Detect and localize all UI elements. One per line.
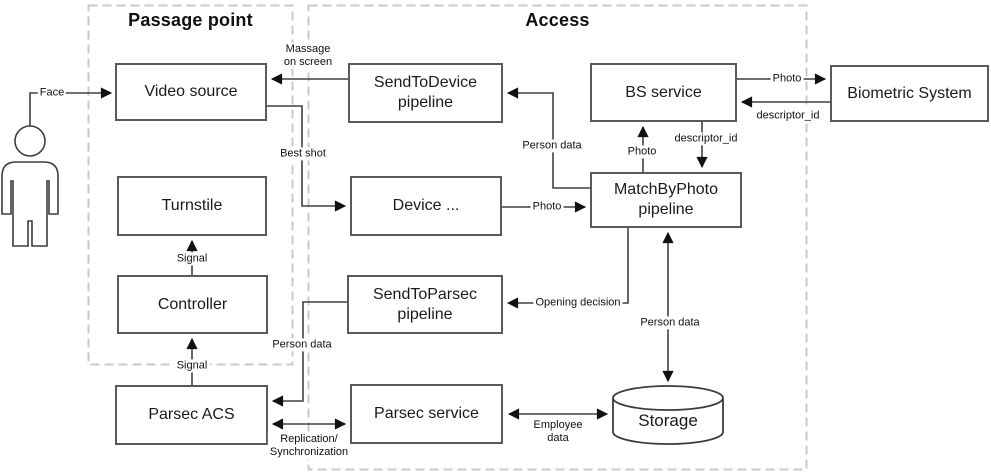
node-parsec-acs: Parsec ACS (115, 385, 268, 445)
storage-cylinder-top (612, 385, 724, 411)
node-matchbyphoto-pipeline: MatchByPhoto pipeline (590, 172, 742, 228)
label-face: Face (37, 86, 67, 100)
node-device: Device ... (350, 176, 502, 236)
access-container (307, 4, 808, 471)
label-descriptor-id-down: descriptor_id (672, 132, 740, 146)
node-video-source: Video source (115, 63, 267, 121)
node-sendtoparsec-pipeline: SendToParsec pipeline (347, 275, 503, 334)
label-descriptor-id-left: descriptor_id (754, 109, 822, 123)
storage-cylinder (612, 385, 724, 445)
label-signal-acs-controller: Signal (174, 359, 210, 373)
edge-face (29, 87, 113, 126)
node-storage-label: Storage (638, 411, 698, 430)
node-biometric-system: Biometric System (830, 65, 989, 122)
label-replication: Replication/ Synchronization (267, 432, 351, 460)
edge-opening-decision (506, 228, 629, 309)
label-massage-on-screen: Massage on screen (281, 42, 335, 70)
label-signal-controller-turnstile: Signal (174, 252, 210, 266)
node-turnstile: Turnstile (117, 176, 267, 236)
access-title: Access (525, 10, 590, 30)
label-best-shot: Best shot (278, 147, 328, 161)
node-bs-service: BS service (590, 63, 737, 122)
label-employee-data: Employee data (531, 418, 585, 446)
person-body (1, 161, 59, 247)
label-photo-device: Photo (530, 200, 564, 214)
node-controller: Controller (117, 275, 268, 334)
label-photo-up: Photo (625, 145, 659, 159)
label-person-data-top: Person data (520, 139, 584, 153)
label-person-data-storage: Person data (638, 316, 702, 330)
label-photo-right: Photo (770, 72, 804, 86)
person-icon (1, 125, 59, 247)
label-opening-decision: Opening decision (533, 296, 623, 310)
label-person-data-left: Person data (270, 338, 334, 352)
node-sendtodevice-pipeline: SendToDevice pipeline (348, 63, 503, 123)
person-head (14, 125, 46, 157)
node-parsec-service: Parsec service (350, 384, 503, 444)
storage-cylinder-body (612, 398, 724, 445)
passage-point-title: Passage point (128, 10, 253, 30)
